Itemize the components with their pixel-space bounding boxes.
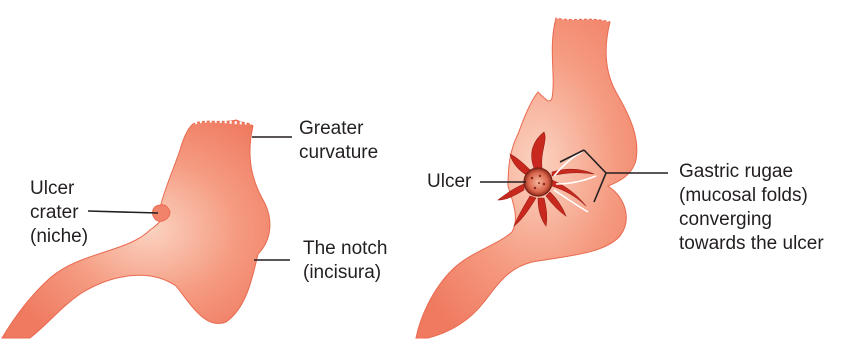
- label-rugae-2: (mucosal folds): [679, 185, 808, 207]
- label-rugae-1: Gastric rugae: [679, 161, 793, 183]
- label-ulcer-crater-1: Ulcer: [30, 178, 74, 200]
- ulcer-lesion: [524, 168, 552, 196]
- label-notch-2: (incisura): [303, 262, 381, 284]
- leader-ulcer-crater: [88, 211, 158, 213]
- label-greater-curvature-1: Greater: [299, 118, 363, 140]
- label-notch-1: The notch: [303, 238, 388, 260]
- label-rugae-4: towards the ulcer: [679, 233, 824, 255]
- label-rugae-3: converging: [679, 209, 772, 231]
- label-greater-curvature-2: curvature: [299, 142, 378, 164]
- label-ulcer: Ulcer: [427, 171, 471, 193]
- label-ulcer-crater-2: crater: [30, 202, 79, 224]
- label-ulcer-crater-3: (niche): [30, 226, 88, 248]
